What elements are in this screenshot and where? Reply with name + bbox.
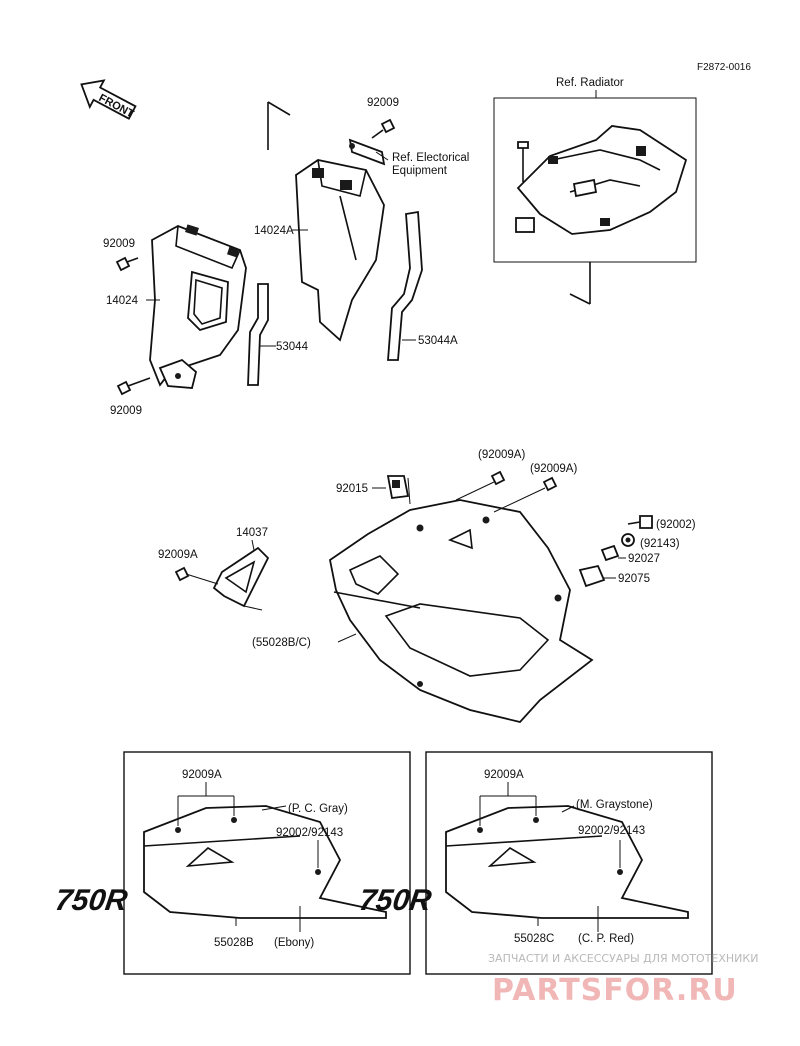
variant-panel-right: 92009A (M. Graystone) 92002/92143 750R 5… (357, 751, 713, 975)
ref-electrical-line2: Equipment (392, 165, 448, 177)
watermark-brand: PARTSFOR.RU (492, 973, 738, 1008)
hose-53044 (247, 283, 269, 386)
screw-icon (174, 566, 219, 585)
figure-code: F2872-0016 (697, 62, 751, 73)
label-92143: (92143) (640, 538, 680, 550)
label-92002: (92002) (656, 519, 696, 531)
label-92015: 92015 (336, 483, 368, 495)
label-14037: 14037 (236, 527, 268, 539)
label-92075: 92075 (618, 573, 650, 585)
bolt-icon (371, 118, 396, 139)
radiator-ref-box (493, 97, 697, 263)
bolt-icon (116, 377, 151, 396)
screw-icon (455, 470, 506, 501)
panel-right-logo: 750R (357, 884, 434, 917)
panel-left-bolt: 92002/92143 (276, 827, 343, 839)
clip-92015-icon (386, 475, 410, 499)
label-14024A: 14024A (254, 225, 294, 237)
label-92009-top: 92009 (367, 97, 399, 109)
label-92009-bottom: 92009 (110, 405, 142, 417)
hose-53044A (387, 210, 423, 361)
front-arrow-icon: FRONT (80, 79, 137, 121)
bolt-icon (627, 515, 653, 529)
panel-left-lower-color: (Ebony) (274, 937, 314, 949)
ref-radiator: Ref. Radiator (556, 77, 624, 89)
bolt-icon (115, 256, 139, 272)
panel-right-screw: 92009A (484, 769, 524, 781)
label-53044A: 53044A (418, 335, 458, 347)
variant-panel-left: 92009A (P. C. Gray) 92002/92143 750R 550… (53, 751, 411, 975)
label-92009-left: 92009 (103, 238, 135, 250)
label-14024: 14024 (106, 295, 139, 307)
radiator-shroud (516, 125, 688, 235)
label-92027: 92027 (628, 553, 660, 565)
nut-icon (600, 544, 620, 562)
air-duct-14024A (295, 138, 386, 342)
lower-cowl-55028BC (329, 499, 594, 723)
label-92009A-c: 92009A (158, 549, 198, 561)
screw-icon (517, 141, 529, 182)
label-92009A-a: (92009A) (478, 449, 525, 461)
screw-icon (493, 476, 558, 513)
panel-right-color: (M. Graystone) (576, 799, 653, 811)
label-53044: 53044 (276, 341, 309, 353)
panel-right-lower-color: (C. P. Red) (578, 933, 634, 945)
ref-electrical-line1: Ref. Electorical (392, 152, 469, 164)
label-92009A-b: (92009A) (530, 463, 577, 475)
panel-right-bolt: 92002/92143 (578, 825, 645, 837)
label-55028BC: (55028B/C) (252, 637, 311, 649)
panel-right-part: 55028C (514, 933, 554, 945)
watermark-tagline: ЗАПЧАСТИ И АКСЕССУАРЫ ДЛЯ МОТОТЕХНИКИ (488, 952, 758, 965)
grommet-icon (578, 564, 606, 588)
panel-left-screw: 92009A (182, 769, 222, 781)
panel-left-logo: 750R (53, 884, 130, 917)
grommet-icon (515, 217, 535, 233)
panel-left-part: 55028B (214, 937, 254, 949)
bracket-14037 (212, 546, 270, 611)
panel-left-color: (P. C. Gray) (288, 803, 348, 815)
air-duct-14024 (149, 224, 247, 389)
